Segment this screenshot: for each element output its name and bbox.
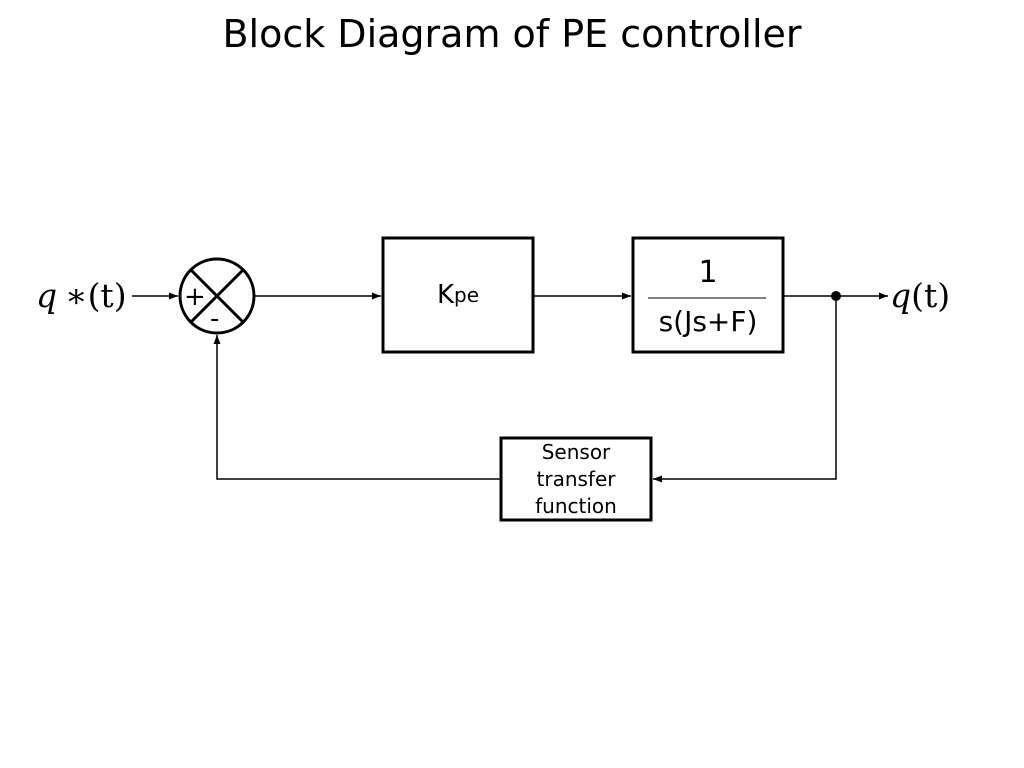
feedback-path-left	[213, 335, 501, 480]
sensor-label: Sensor transfer function	[501, 438, 651, 520]
input-signal-star: ∗	[65, 276, 88, 315]
plant-block	[631, 236, 785, 354]
plant-numerator: 1	[698, 255, 718, 290]
plus-sign: +	[184, 282, 206, 312]
sensor-block	[499, 436, 653, 522]
output-signal-label: q(t)	[890, 276, 950, 315]
feedback-path-right	[653, 296, 837, 483]
sensor-label-line-2: transfer	[536, 466, 616, 491]
plant-denominator: s(Js+F)	[658, 305, 758, 338]
diagram-title: Block Diagram of PE controller	[222, 12, 802, 56]
sensor-label-line-3: function	[535, 493, 617, 518]
minus-sign: -	[210, 304, 220, 334]
sensor-label-line-1: Sensor	[541, 439, 611, 464]
input-signal-symbol: q	[36, 276, 58, 315]
input-signal-label: q∗(t)	[36, 276, 127, 315]
output-signal-symbol: q	[890, 276, 912, 315]
input-signal-arg: (t)	[87, 276, 127, 315]
output-signal-arg: (t)	[911, 276, 951, 315]
controller-gain: K	[436, 280, 455, 310]
controller-gain-subscript: pe	[454, 283, 480, 307]
controller-block	[381, 236, 535, 354]
